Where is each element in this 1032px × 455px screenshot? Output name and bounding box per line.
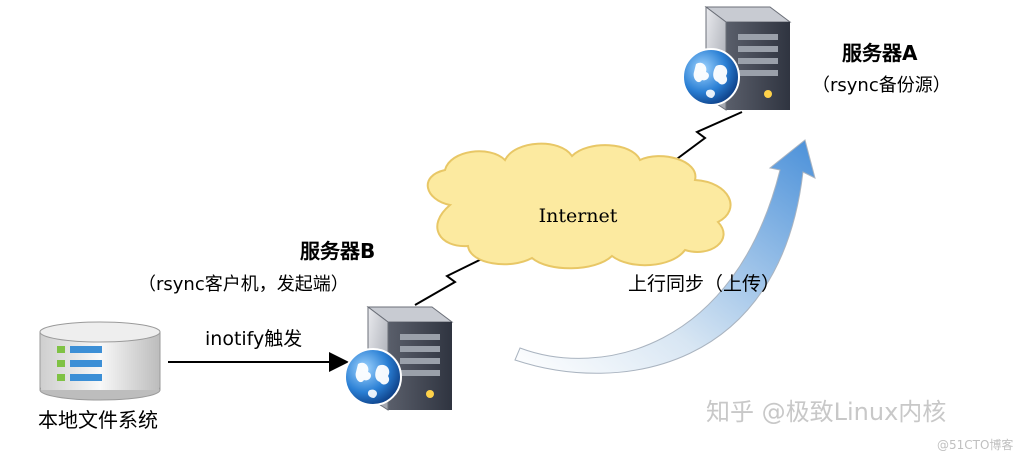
trigger-label: inotify触发 [205,328,302,350]
server-a-icon [682,6,792,111]
watermark-corner: @51CTO博客 [937,437,1013,452]
globe-icon [344,348,402,406]
link-cloud-server-a [661,111,743,171]
cloud-label: Internet [539,205,618,227]
server-b-title: 服务器B [300,239,375,263]
sync-arrow [514,139,816,374]
server-b-subtitle: （rsync客户机，发起端） [138,274,349,295]
link-server-b-cloud [414,249,501,306]
globe-icon [682,48,740,106]
server-a-subtitle: （rsync备份源） [812,75,951,96]
server-b-icon [344,306,454,411]
local-fs-label: 本地文件系统 [38,408,158,432]
internet-cloud [426,142,732,270]
server-a-title: 服务器A [842,41,918,65]
database-icon [39,321,161,401]
watermark-main: 知乎 @极致Linux内核 [706,398,946,426]
sync-label: 上行同步（上传） [628,273,780,295]
